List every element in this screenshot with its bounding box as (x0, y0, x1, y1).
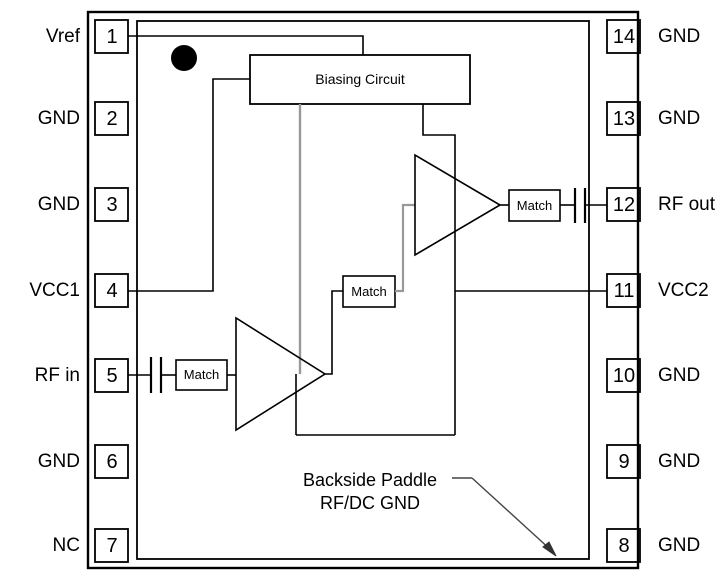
backside-paddle-annotation: Backside Paddle RF/DC GND (280, 469, 460, 515)
pin-label-11: VCC2 (658, 280, 709, 301)
pin-label-3: GND (37, 194, 80, 215)
pin-number-9: 9 (618, 451, 630, 473)
pin-box-13 (606, 101, 641, 136)
pin-number-3: 3 (106, 194, 118, 216)
pin-box-8 (606, 528, 641, 563)
pin-label-14: GND (658, 26, 701, 47)
biasing-circuit-block (249, 54, 471, 105)
pin-box-10 (606, 358, 641, 393)
pin-label-13: GND (658, 108, 701, 129)
pin-label-10: GND (658, 365, 701, 386)
pin-label-8: GND (658, 535, 701, 556)
pin-number-2: 2 (106, 108, 118, 130)
net-bias-to-amp2-rail (422, 104, 456, 291)
net-vref-to-bias (128, 35, 364, 55)
pin-number-13: 13 (612, 108, 636, 130)
match-mid-label: Match (351, 284, 387, 299)
pin-label-9: GND (658, 451, 701, 472)
pin-label-12: RF out (658, 194, 716, 215)
amplifier-stage-2 (414, 153, 502, 257)
pin-label-1: Vref (45, 26, 80, 47)
match-out-label: Match (516, 198, 553, 213)
pin1-dot-marker (171, 45, 197, 71)
net-amp1-out-to-match-mid (325, 290, 343, 375)
net-vcc1-to-bias (128, 78, 250, 292)
pin-label-7: NC (52, 535, 80, 556)
match-in-label: Match (183, 367, 220, 382)
pin-number-1: 1 (106, 26, 118, 48)
pin-box-7 (94, 528, 129, 563)
match-mid-block (342, 275, 396, 308)
pin-label-4: VCC1 (29, 280, 80, 301)
pin-number-11: 11 (613, 280, 635, 302)
pin-number-6: 6 (106, 451, 118, 473)
pin-number-12: 12 (612, 194, 636, 216)
pin-number-8: 8 (618, 535, 630, 557)
pin-box-9 (606, 444, 641, 479)
pin-number-5: 5 (106, 365, 118, 387)
pin-number-4: 4 (106, 280, 118, 302)
pin-label-6: GND (37, 451, 80, 472)
pin-box-2 (94, 101, 129, 136)
pin-box-3 (94, 187, 129, 222)
pin-box-6 (94, 444, 129, 479)
pin-box-14 (606, 19, 641, 54)
die-outline (136, 20, 590, 560)
paddle-leader-line (471, 477, 553, 552)
pin-number-14: 14 (612, 26, 636, 48)
paddle-arrow-head (542, 541, 557, 557)
net-match-mid-to-amp2 (395, 203, 415, 293)
backside-paddle-line2: RF/DC GND (320, 493, 420, 514)
package-outline (86, 10, 640, 570)
pin-label-2: GND (37, 108, 80, 129)
amplifier-stage-1 (235, 316, 327, 432)
pin-label-5: RF in (34, 365, 80, 386)
pin-number-7: 7 (106, 535, 118, 557)
backside-paddle-line1: Backside Paddle (302, 470, 438, 490)
pin-number-10: 10 (612, 365, 636, 387)
biasing-circuit-label: Biasing Circuit (315, 71, 405, 87)
